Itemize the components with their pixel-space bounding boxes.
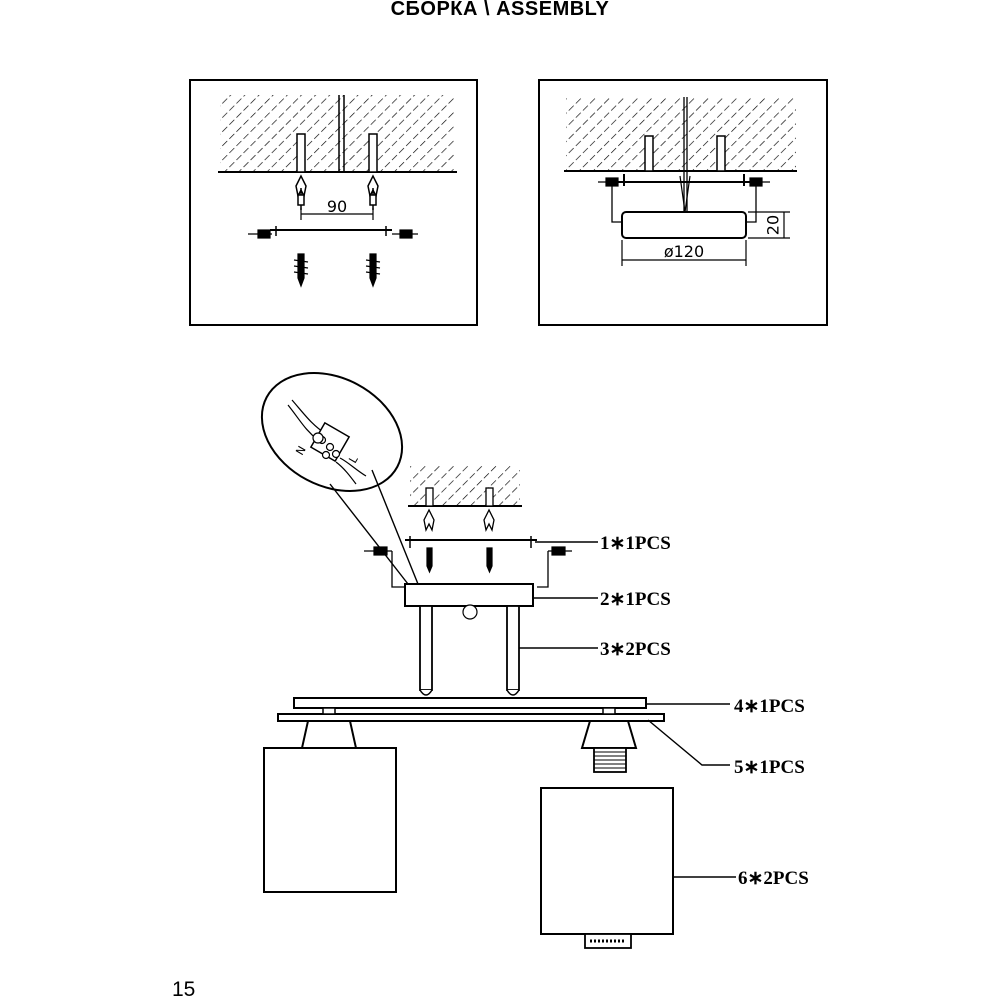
part-label: 3∗2PCS [600, 639, 671, 660]
wall-anchor-icon [367, 174, 379, 210]
lamp-socket [300, 720, 358, 749]
side-screw-icon [392, 229, 418, 239]
lamp-shade [263, 747, 397, 893]
drill-hole [716, 135, 726, 172]
screw-icon [293, 253, 309, 288]
part-label: 2∗1PCS [600, 589, 671, 610]
wall-anchor-icon [295, 174, 307, 210]
drill-hole [644, 135, 654, 172]
rod [419, 605, 433, 691]
dimension-90-label: 90 [327, 197, 347, 216]
page-number: 15 [172, 978, 196, 1001]
canopy [404, 583, 534, 607]
side-screw-icon [598, 177, 622, 187]
screw-icon [365, 253, 381, 288]
main-assembly: 1∗1PCS 2∗1PCS 3∗2PCS 4∗1PCS 5∗1PCS 6∗2PC… [260, 372, 809, 949]
dimension-diameter-label: ø120 [664, 242, 704, 261]
side-screw-icon [364, 546, 392, 556]
side-screw-icon [248, 229, 272, 239]
dimension-height-label: 20 [764, 215, 783, 235]
panel-right-frame [538, 79, 828, 326]
drill-hole [296, 133, 306, 173]
ceiling-hatch [566, 97, 796, 171]
wall-anchor-icon [423, 487, 435, 532]
canopy-cover [621, 211, 747, 239]
panel-left: 90 [189, 79, 478, 326]
drill-hole [368, 133, 378, 173]
part-label: 6∗2PCS [738, 868, 809, 889]
part-label: 4∗1PCS [734, 696, 805, 717]
screw-icon [426, 547, 433, 574]
screw-icon [486, 547, 493, 574]
page-title: СБОРКА \ ASSEMBLY [390, 0, 610, 20]
terminal-block-icon [287, 399, 367, 485]
part-label: 5∗1PCS [734, 757, 805, 778]
side-screw-icon [746, 177, 770, 187]
mounting-bracket [616, 174, 750, 186]
wall-anchor-icon [483, 487, 495, 532]
base-plate [293, 697, 647, 709]
lamp-shade [540, 787, 674, 935]
rod [506, 605, 520, 691]
base-plate-lower [277, 713, 665, 722]
part-label: 1∗1PCS [600, 533, 671, 554]
side-screw-icon [548, 546, 572, 556]
panel-left-frame [189, 79, 478, 326]
lamp-socket [580, 720, 638, 749]
panel-right: ø120 20 [538, 79, 828, 326]
ceiling-hatch [220, 95, 455, 172]
